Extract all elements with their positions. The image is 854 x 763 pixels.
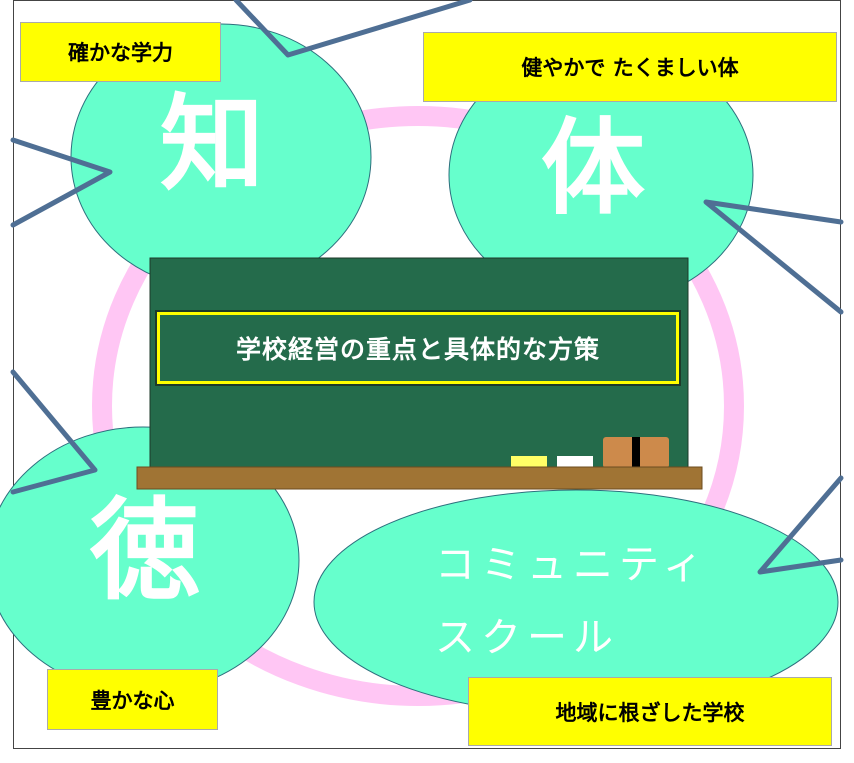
board-title: 学校経営の重点と具体的な方策 <box>155 310 681 386</box>
pink-ring <box>92 106 744 706</box>
connector-line-community-right <box>757 475 844 575</box>
connector-line-chi-top <box>233 0 473 58</box>
connector-line-toku-left <box>10 369 98 495</box>
toku-label: 豊かな心 <box>47 669 218 730</box>
tai-label: 健やかで たくましい体 <box>423 32 837 102</box>
connector-line-tai-right <box>703 199 844 315</box>
toku-character: 徳 <box>90 487 200 615</box>
chalk-yellow <box>511 456 547 468</box>
chalk-ledge <box>136 466 703 490</box>
community-label: 地域に根ざした学校 <box>468 677 832 746</box>
chalk-white <box>557 456 593 468</box>
eraser-band <box>632 437 640 468</box>
community-line-1: コミュニティ <box>435 542 709 588</box>
community-line-2: スクール <box>435 615 619 661</box>
tai-character: 体 <box>541 107 646 229</box>
chi-character: 知 <box>160 83 265 205</box>
connector-line-chi-left <box>10 137 113 228</box>
chi-label: 確かな学力 <box>20 22 221 82</box>
